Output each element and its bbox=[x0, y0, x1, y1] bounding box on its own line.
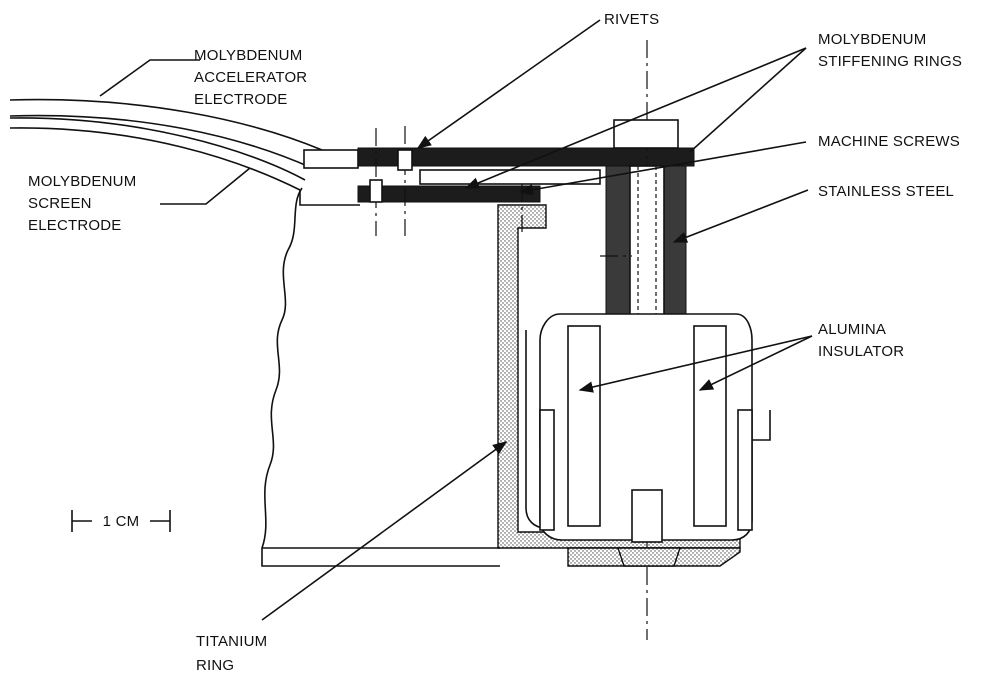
titanium-ring-label-2: RING bbox=[196, 657, 234, 674]
rivet-2 bbox=[397, 126, 413, 236]
scale-bar-label: 1 CM bbox=[103, 513, 140, 530]
stiffening-rings-label-2: STIFFENING RINGS bbox=[818, 53, 962, 70]
rivet-1 bbox=[369, 128, 383, 236]
lower-stiffening-ring bbox=[357, 169, 601, 203]
leader-lines bbox=[99, 19, 813, 621]
screen-electrode-label-1: MOLYBDENUM bbox=[28, 173, 136, 190]
screen-electrode bbox=[9, 117, 306, 191]
accelerator-electrode-label-3: ELECTRODE bbox=[194, 91, 288, 108]
screen-electrode-label-2: SCREEN bbox=[28, 195, 92, 212]
stiffening-rings-label-1: MOLYBDENUM bbox=[818, 31, 926, 48]
titanium-ring-label-1: TITANIUM bbox=[196, 633, 267, 650]
rivets-label: RIVETS bbox=[604, 11, 659, 28]
stainless-steel-label: STAINLESS STEEL bbox=[818, 183, 954, 200]
accelerator-electrode-label-2: ACCELERATOR bbox=[194, 69, 307, 86]
upper-stiffening-ring bbox=[357, 147, 695, 167]
accelerator-electrode bbox=[9, 98, 323, 169]
screen-electrode-label-3: ELECTRODE bbox=[28, 217, 122, 234]
alumina-insulator-label-1: ALUMINA bbox=[818, 321, 886, 338]
housing-body bbox=[261, 149, 500, 567]
screw-head bbox=[613, 119, 679, 149]
accelerator-electrode-label-1: MOLYBDENUM bbox=[194, 47, 302, 64]
machine-screws-label: MACHINE SCREWS bbox=[818, 133, 960, 150]
alumina-insulator-label-2: INSULATOR bbox=[818, 343, 904, 360]
base-nut bbox=[617, 547, 681, 567]
scale-bar: 1 CM bbox=[71, 510, 171, 532]
